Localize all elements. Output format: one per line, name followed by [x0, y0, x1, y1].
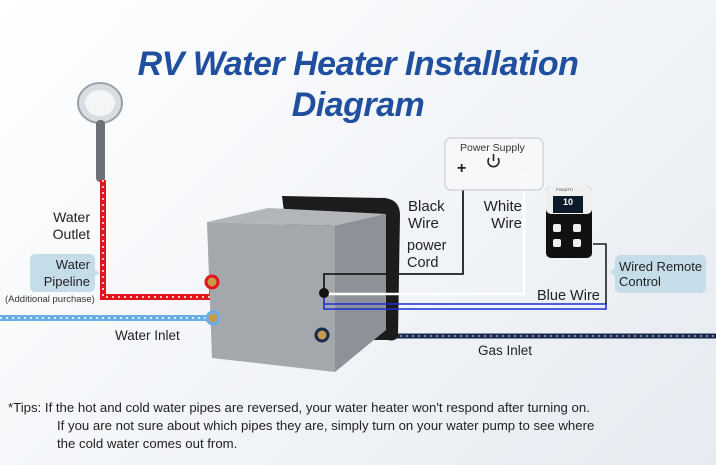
power-cord-line1: power [407, 238, 447, 254]
title-line-1: RV Water Heater Installation [137, 45, 579, 83]
power-icon [487, 154, 500, 168]
water-pipeline-box: Water Pipeline [30, 254, 95, 292]
cold-inlet-fitting [205, 310, 221, 326]
water-inlet-label: Water Inlet [115, 328, 180, 343]
white-wire-line2: Wire [491, 215, 522, 232]
power-cord-line2: Cord [407, 255, 439, 271]
water-outlet-line2: Outlet [52, 226, 90, 242]
minus-terminal: - [522, 166, 526, 180]
black-wire [323, 172, 464, 292]
white-wire-line1: White [483, 198, 522, 215]
blue-wire-label: Blue Wire [537, 288, 600, 304]
power-supply-box [444, 137, 544, 191]
remote-display: 10 [563, 197, 574, 207]
wired-remote-line2: Control [619, 274, 661, 289]
heater-body [207, 222, 335, 372]
wired-remote-control-box: Wired Remote Control [615, 255, 706, 293]
gas-inlet-label: Gas Inlet [478, 343, 533, 358]
power-cord-label: power Cord [407, 238, 447, 272]
shower-head-icon [77, 82, 123, 182]
blue-wire [323, 296, 607, 310]
water-pipeline-line1: Water [55, 257, 90, 272]
hot-water-pipe [100, 180, 215, 300]
remote-brand: FOGATTI [556, 187, 574, 192]
wired-remote-device [546, 186, 592, 258]
white-wire-label: White Wire [470, 198, 522, 232]
black-wire-label: Black Wire [408, 198, 445, 232]
wired-remote-line1: Wired Remote [619, 259, 703, 274]
tips-line-1: If the hot and cold water pipes are reve… [44, 400, 590, 415]
wire-grommet [319, 288, 329, 298]
tips-prefix: *Tips: [8, 400, 42, 415]
tips-line-2: If you are not sure about which pipes th… [57, 418, 595, 433]
black-wire-line2: Wire [408, 215, 439, 232]
water-outlet-label: Water Outlet [48, 209, 90, 243]
tips-line-3: the cold water comes out from. [57, 436, 238, 451]
tips-text: *Tips: If the hot and cold water pipes a… [8, 399, 594, 453]
white-wire [326, 184, 526, 296]
water-pipeline-line2: Pipeline [43, 274, 90, 289]
gas-inlet-fitting [314, 327, 330, 343]
hot-outlet-fitting [204, 274, 220, 290]
additional-purchase-note: (Additional purchase) [5, 294, 95, 305]
title-line-2: Diagram [291, 86, 425, 124]
plus-terminal: + [457, 160, 467, 177]
power-supply-label: Power Supply [460, 142, 525, 154]
water-outlet-line1: Water [53, 209, 90, 225]
black-wire-line1: Black [408, 198, 445, 215]
